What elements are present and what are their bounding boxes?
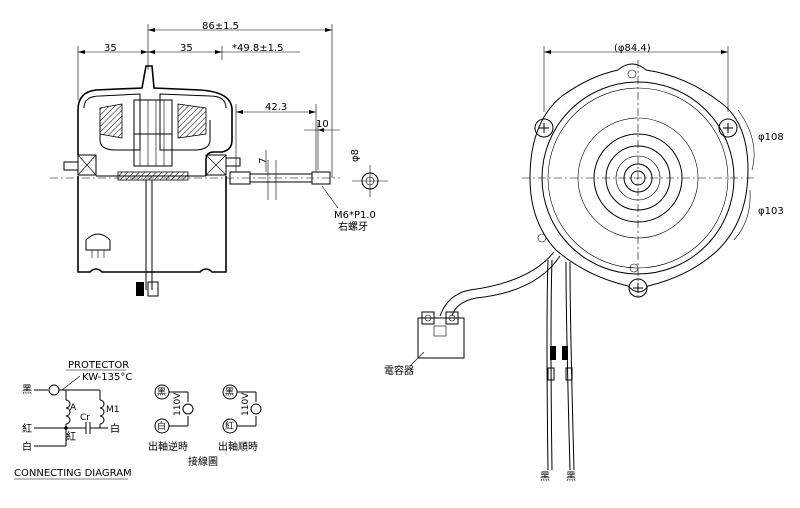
front-view: (φ84.4) (384, 43, 784, 483)
side-view: 86±1.5 35 35 *49.8±1.5 (50, 21, 388, 297)
dim-phi8-label: φ8 (350, 149, 361, 162)
dim-total: 86±1.5 (147, 21, 333, 178)
ccw-connection: 黑 白 110V 出軸逆時 (148, 384, 194, 453)
shaft (50, 160, 340, 200)
dim-flat-label: 10 (316, 119, 329, 130)
dim-row-2: 35 35 *49.8±1.5 (77, 43, 300, 100)
cw-black-label: 黑 (225, 387, 234, 398)
ccw-black-label: 黑 (157, 387, 166, 398)
capacitor: 電容器 (384, 311, 465, 377)
motor-face (522, 60, 756, 300)
ccw-white-label: 白 (157, 420, 166, 432)
label-a: A (70, 403, 77, 413)
shaft-end-section: φ8 (350, 149, 388, 197)
white-right-label: 白 (110, 422, 120, 435)
dim-body: (φ84.4) (543, 43, 729, 112)
protector-label: PROTECTOR (68, 360, 129, 371)
rotation-connections: 黑 白 110V 出軸逆時 黑 紅 110V 出軸順時 接線圖 (148, 384, 262, 468)
dim-right-label: *49.8±1.5 (232, 43, 284, 54)
dim-7-label: 7 (258, 158, 269, 164)
diagram-title: CONNECTING DIAGRAM (14, 468, 132, 479)
dim-body-label: (φ84.4) (614, 43, 651, 54)
capacitor-label: 電容器 (384, 364, 414, 377)
white-left-label: 白 (22, 440, 32, 453)
dim-103-label: φ103 (758, 206, 784, 217)
lead-wires: 黑 黑 (439, 251, 576, 483)
dim-arcs: φ108 φ103 (733, 109, 784, 241)
dim-shaft-label: 42.3 (265, 102, 287, 113)
dim-shaft: 42.3 10 7 M6*P1.0 右螺牙 (235, 102, 376, 233)
wire-right-label: 黑 (566, 471, 576, 483)
dim-total-label: 86±1.5 (202, 21, 239, 32)
cw-volt-label: 110V (241, 392, 251, 416)
black-label: 黑 (22, 384, 32, 396)
wire-left-label: 黑 (540, 471, 550, 483)
dim-left-label: 35 (104, 43, 117, 54)
ccw-volt-label: 110V (173, 392, 183, 416)
connections-caption: 接線圖 (188, 455, 218, 468)
cw-label: 出軸順時 (218, 440, 258, 453)
motor-housing (63, 65, 241, 297)
cw-red-label: 紅 (225, 421, 234, 432)
thread-note-label: 右螺牙 (338, 220, 368, 233)
red-mid-label: 紅 (66, 431, 76, 443)
label-cr: Cr (80, 413, 90, 423)
label-m1: M1 (106, 405, 120, 415)
thread-label: M6*P1.0 (334, 210, 376, 221)
ccw-label: 出軸逆時 (148, 440, 188, 453)
protector-model-label: KW-135°C (82, 372, 132, 383)
cw-connection: 黑 紅 110V 出軸順時 (218, 384, 262, 453)
dim-108-label: φ108 (758, 132, 784, 143)
wiring-schematic: PROTECTOR KW-135°C 黑 A M1 紅 Cr 紅 白 白 CON… (14, 360, 132, 480)
dim-mid-label: 35 (180, 43, 193, 54)
red-left-label: 紅 (22, 423, 32, 435)
